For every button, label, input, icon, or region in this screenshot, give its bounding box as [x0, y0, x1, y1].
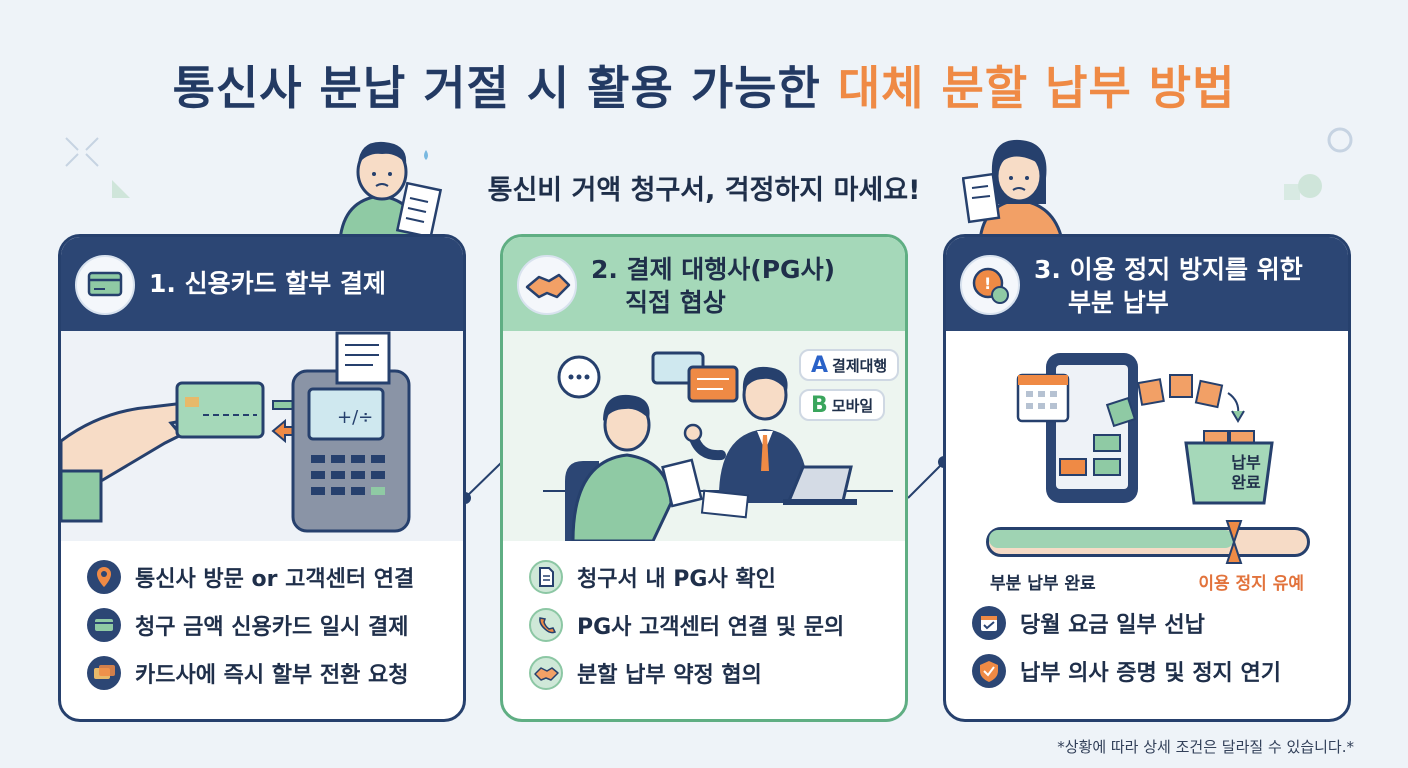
credit-card-icon [75, 255, 135, 315]
list-item: 납부 의사 증명 및 정지 연기 [972, 647, 1338, 695]
calendar-check-icon [972, 606, 1006, 640]
svg-text:!: ! [984, 274, 991, 293]
badge-letter-b: B [811, 392, 828, 418]
badge-label: 결제대행 [832, 356, 888, 375]
credit-card-icon [87, 608, 121, 642]
list-item-label: 청구서 내 PG사 확인 [577, 567, 776, 592]
worried-man-illustration [338, 141, 443, 240]
list-item-label: PG사 고객센터 연결 및 문의 [577, 615, 845, 640]
list-item: 청구서 내 PG사 확인 [529, 553, 895, 601]
title-main: 통신사 분납 거절 시 활용 가능한 [172, 61, 838, 115]
card-switch-icon [87, 656, 121, 690]
card-title: 1. 신용카드 할부 결제 [149, 269, 387, 298]
handshake-icon [517, 255, 577, 315]
basket-label-line2: 완료 [1231, 473, 1261, 492]
card-header: 2. 결제 대행사(PG사) 직접 협상 [503, 237, 905, 331]
card-step-list: 청구서 내 PG사 확인 PG사 고객센터 연결 및 문의 분할 납부 약정 협… [529, 553, 895, 697]
list-item: 통신사 방문 or 고객센터 연결 [87, 553, 453, 601]
list-item-label: 당월 요금 일부 선납 [1020, 613, 1205, 638]
list-item: 카드사에 즉시 할부 전환 요청 [87, 649, 453, 697]
list-item: PG사 고객센터 연결 및 문의 [529, 601, 895, 649]
badge-letter-a: A [811, 352, 829, 378]
badge-payment-agent: A 결제대행 [799, 349, 900, 381]
page-title: 통신사 분납 거절 시 활용 가능한 대체 분할 납부 방법 [0, 52, 1408, 118]
card-pg-negotiation: 2. 결제 대행사(PG사) 직접 협상 [500, 234, 908, 722]
list-item-label: 카드사에 즉시 할부 전환 요청 [135, 663, 409, 688]
card-header: ! 3. 이용 정지 방지를 위한 부분 납부 [946, 237, 1348, 331]
partial-payment-illustration [1016, 353, 1274, 505]
handshake-icon [529, 656, 563, 690]
list-item-label: 분할 납부 약정 협의 [577, 663, 762, 688]
card-step-list: 통신사 방문 or 고객센터 연결 청구 금액 신용카드 일시 결제 카드사에 … [87, 553, 453, 697]
card-header: 1. 신용카드 할부 결제 [61, 237, 463, 331]
document-icon [529, 560, 563, 594]
card-payment-terminal-illustration: +/÷ [61, 331, 411, 533]
progress-fill [989, 530, 1234, 548]
list-item: 분할 납부 약정 협의 [529, 649, 895, 697]
list-item: 청구 금액 신용카드 일시 결제 [87, 601, 453, 649]
consultation-illustration [543, 351, 893, 543]
list-item-label: 납부 의사 증명 및 정지 연기 [1020, 661, 1281, 686]
list-item-label: 청구 금액 신용카드 일시 결제 [135, 615, 409, 640]
phone-icon [529, 608, 563, 642]
basket-label: 납부 완료 [1204, 453, 1288, 493]
card-title-line1: 3. 이용 정지 방지를 위한 [1034, 255, 1303, 284]
card-credit-card-installment: 1. 신용카드 할부 결제 +/÷ 통신사 방문 or 고 [58, 234, 466, 722]
card-illustration [946, 331, 1348, 541]
card-step-list: 당월 요금 일부 선납 납부 의사 증명 및 정지 연기 [972, 599, 1338, 695]
badge-mobile: B 모바일 [799, 389, 886, 421]
worried-woman-illustration [962, 139, 1064, 240]
list-item-label: 통신사 방문 or 고객센터 연결 [135, 567, 415, 592]
basket-label-line1: 납부 [1231, 453, 1261, 472]
card-title-line2: 직접 협상 [625, 288, 726, 317]
card-partial-payment: ! 3. 이용 정지 방지를 위한 부분 납부 납부 [943, 234, 1351, 722]
badge-label: 모바일 [831, 396, 874, 415]
footnote: *상황에 따라 상세 조건은 달라질 수 있습니다.* [1057, 738, 1354, 756]
card-illustration: +/÷ [61, 331, 463, 541]
card-title-line1: 2. 결제 대행사(PG사) [591, 255, 835, 284]
progress-left-label: 부분 납부 완료 [990, 574, 1096, 594]
list-item: 당월 요금 일부 선납 [972, 599, 1338, 647]
partial-payment-progress-bar [986, 520, 1310, 564]
card-title: 3. 이용 정지 방지를 위한 부분 납부 [1034, 253, 1338, 319]
hourglass-icon [1225, 520, 1243, 564]
card-title: 2. 결제 대행사(PG사) 직접 협상 [591, 253, 895, 319]
title-highlight: 대체 분할 납부 방법 [837, 61, 1236, 115]
location-pin-icon [87, 560, 121, 594]
progress-right-label: 이용 정지 유예 [1198, 574, 1304, 594]
shield-check-icon [972, 654, 1006, 688]
warning-clock-icon: ! [960, 255, 1020, 315]
card-title-line2: 부분 납부 [1068, 288, 1169, 317]
svg-text:+/÷: +/÷ [337, 407, 373, 428]
page-subtitle: 통신비 거액 청구서, 걱정하지 마세요! [487, 175, 921, 206]
